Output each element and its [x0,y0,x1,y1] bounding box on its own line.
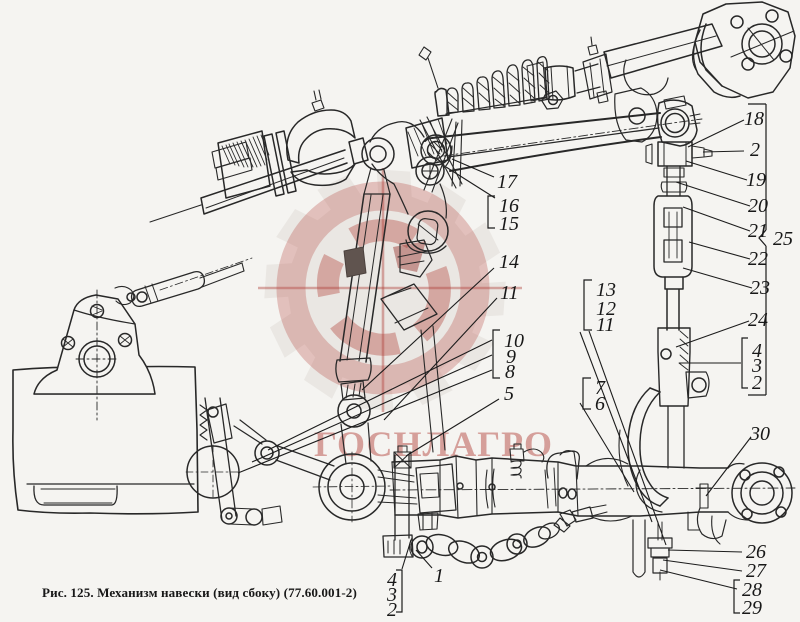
svg-text:21: 21 [748,220,768,242]
svg-text:24: 24 [748,309,768,331]
svg-text:14: 14 [499,251,519,273]
svg-text:19: 19 [746,169,766,191]
svg-text:17: 17 [497,171,518,193]
svg-text:4: 4 [387,569,397,591]
svg-text:2: 2 [387,599,397,621]
svg-text:5: 5 [504,383,514,405]
svg-text:30: 30 [749,423,770,445]
svg-text:ГОСНЛАГРО: ГОСНЛАГРО [314,424,553,464]
svg-text:1: 1 [434,565,444,587]
svg-text:9: 9 [506,346,516,368]
svg-text:28: 28 [742,579,762,601]
svg-text:Рис. 125. Механизм навески (ви: Рис. 125. Механизм навески (вид сбоку) (… [42,585,357,600]
svg-text:2: 2 [750,139,760,161]
svg-text:22: 22 [748,248,768,270]
svg-text:25: 25 [773,228,793,250]
svg-text:15: 15 [499,213,519,235]
svg-text:26: 26 [746,541,766,563]
svg-text:4: 4 [752,340,762,362]
svg-text:3: 3 [751,355,762,377]
svg-text:18: 18 [744,108,764,130]
svg-text:23: 23 [750,277,770,299]
svg-text:3: 3 [386,584,397,606]
svg-text:2: 2 [752,372,762,394]
svg-text:10: 10 [504,330,524,352]
svg-text:8: 8 [505,361,515,383]
svg-text:12: 12 [596,298,616,320]
svg-text:16: 16 [499,195,519,217]
svg-text:11: 11 [596,314,615,336]
svg-text:20: 20 [748,195,768,217]
svg-text:13: 13 [596,279,616,301]
svg-text:7: 7 [595,377,606,399]
svg-text:29: 29 [742,597,762,619]
svg-text:27: 27 [746,560,767,582]
svg-text:6: 6 [595,393,605,415]
svg-text:11: 11 [500,282,519,304]
